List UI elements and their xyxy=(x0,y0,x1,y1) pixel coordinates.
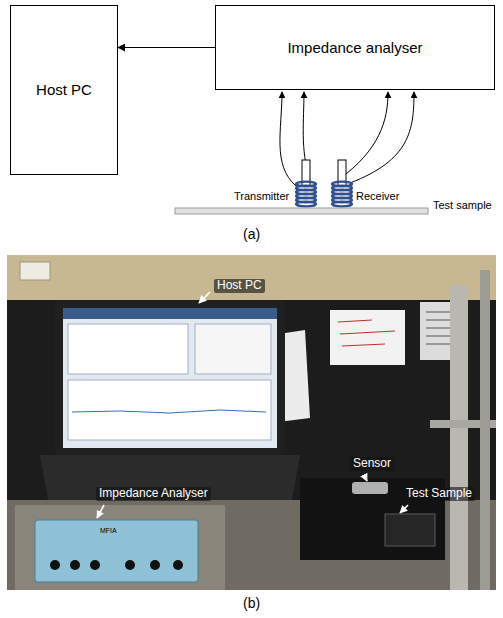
window-titlebar xyxy=(63,308,277,319)
screen-panel xyxy=(68,324,188,374)
shelf xyxy=(15,505,225,590)
laptop-base xyxy=(40,455,300,500)
leader-arrow xyxy=(400,505,408,513)
stand-post xyxy=(480,270,490,590)
probe-wires xyxy=(280,92,414,186)
bnc-connector xyxy=(150,560,160,570)
photo-callout: Host PC xyxy=(214,279,265,293)
coil-turn xyxy=(332,202,352,207)
bnc-connector xyxy=(90,560,100,570)
analyser-box: Impedance analyser xyxy=(215,5,495,90)
bnc-connector xyxy=(70,560,80,570)
box-text: Impedance analyser xyxy=(287,39,422,57)
laptop-screen xyxy=(63,308,277,448)
screen-trace xyxy=(72,410,266,413)
note-scribble xyxy=(338,320,395,346)
power-outlet xyxy=(20,262,50,280)
host-pc-box: Host PC xyxy=(10,5,118,175)
photo-callout: Sensor xyxy=(350,457,394,471)
photo-callout: Impedance Analyser xyxy=(96,487,211,501)
impedance-analyser-device xyxy=(35,520,198,582)
photo-callout: Test Sample xyxy=(403,487,475,501)
test-sample-plate xyxy=(175,208,428,214)
box-content: Host PC xyxy=(36,81,92,99)
test-sample-block xyxy=(385,514,435,546)
coil-label: Transmitter xyxy=(234,190,289,203)
screen-panel xyxy=(195,324,271,374)
sample-label: Test sample xyxy=(433,199,492,212)
stand-post xyxy=(450,285,468,590)
wall xyxy=(7,255,496,590)
notice-board xyxy=(7,300,496,500)
transmitter-coil xyxy=(296,160,316,206)
paper-note xyxy=(330,310,405,365)
bnc-connector xyxy=(125,560,135,570)
screen-plot xyxy=(68,380,271,440)
leader-arrow xyxy=(199,292,210,303)
photo-leaders xyxy=(97,292,408,518)
wire xyxy=(350,92,414,183)
desk xyxy=(7,500,496,590)
coil-turns xyxy=(296,182,316,207)
leader-arrow xyxy=(97,505,104,518)
bnc-connector xyxy=(173,560,183,570)
lab-photo xyxy=(7,255,496,590)
device-marking: MFIA xyxy=(100,527,117,535)
coil-label: Receiver xyxy=(356,190,399,203)
bnc-connector xyxy=(50,560,60,570)
subfigure-label: (a) xyxy=(243,226,260,242)
device-connectors xyxy=(50,560,183,570)
receiver-coil xyxy=(332,160,352,206)
box-content: Impedance analyser xyxy=(287,39,422,57)
leader-arrow xyxy=(364,475,367,481)
laptop-bezel xyxy=(55,300,285,455)
data-arrow xyxy=(118,47,215,48)
coil-turns xyxy=(332,182,352,207)
wire xyxy=(280,92,296,186)
box-text: Host PC xyxy=(36,81,92,99)
sensor-probe xyxy=(352,482,388,494)
subfigure-label: (b) xyxy=(243,595,260,611)
coil-turn xyxy=(296,202,316,207)
